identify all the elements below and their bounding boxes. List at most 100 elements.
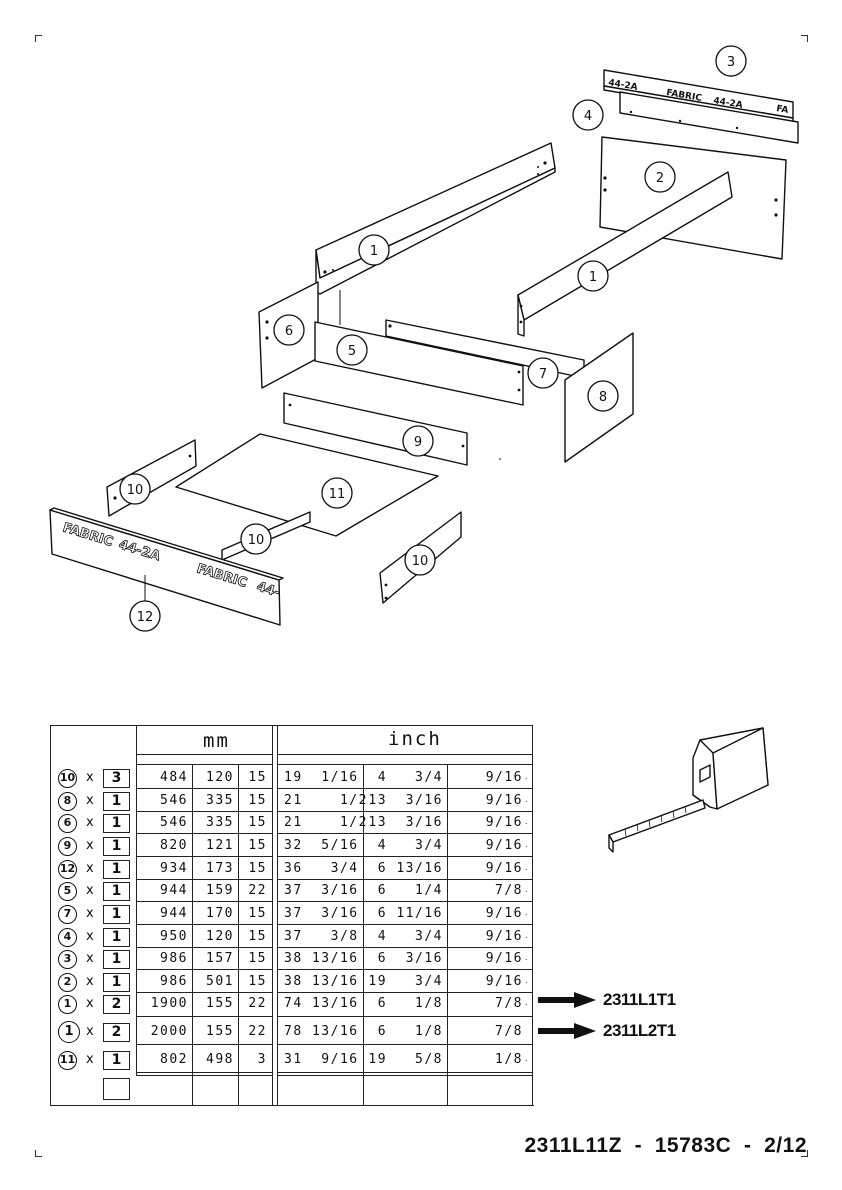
part-number-circle: 12: [58, 860, 77, 879]
part-number-circle: 1: [58, 995, 77, 1014]
callout-4: 4: [584, 109, 592, 124]
callout-8: 8: [599, 390, 607, 405]
table-grid-line: [192, 764, 193, 1105]
row-tail-mark: .: [525, 931, 528, 940]
dimension-mm3: 15: [248, 838, 267, 853]
dimension-mm2: 501: [206, 974, 234, 989]
dimension-mm3: 15: [248, 929, 267, 944]
row-tail-mark: .: [525, 998, 528, 1007]
times-sign: x: [86, 861, 94, 876]
dimension-in3: 9/16: [485, 770, 523, 785]
crop-mark-top-left: [35, 35, 42, 42]
dimension-in3: 9/16: [485, 951, 523, 966]
quantity-box: 2: [103, 1023, 130, 1042]
callout-2: 2: [656, 171, 664, 186]
callout-9: 9: [414, 435, 422, 450]
times-sign: x: [86, 883, 94, 898]
part-number-circle: 3: [58, 950, 77, 969]
part-5-panel: [314, 321, 524, 406]
dimension-in1: 36 3/4: [284, 861, 359, 876]
callout-1b: 1: [589, 270, 597, 285]
times-sign: x: [86, 929, 94, 944]
document-footer-code: 2311L11Z - 15783C - 2/12: [524, 1134, 807, 1157]
part-1-rail-left: [315, 142, 556, 279]
dimension-mm2: 173: [206, 861, 234, 876]
table-grid-line: [277, 924, 533, 925]
reference-code-1: 2311L1T1: [603, 990, 676, 1009]
table-grid-line: [136, 1075, 272, 1076]
quantity-box: 1: [103, 837, 130, 856]
table-grid-line: [136, 1016, 272, 1017]
table-grid-line: [136, 811, 272, 812]
dimension-mm3: 15: [248, 770, 267, 785]
dimension-in2: 4 3/4: [377, 770, 443, 785]
inch-header: inch: [388, 728, 442, 750]
row-tail-mark: .: [525, 976, 528, 985]
dimension-mm2: 120: [206, 929, 234, 944]
dimension-mm3: 15: [248, 861, 267, 876]
table-grid-line: [136, 754, 272, 755]
dimension-mm3: 15: [248, 906, 267, 921]
table-grid-line: [238, 764, 239, 1105]
dimension-mm3: 15: [248, 951, 267, 966]
dimension-in1: 37 3/8: [284, 929, 359, 944]
callout-11: 11: [329, 487, 346, 502]
dimension-in2: 6 1/8: [377, 1024, 443, 1039]
dimension-in1: 38 13/16: [284, 951, 359, 966]
table-grid-line: [277, 879, 533, 880]
table-grid-line: [272, 726, 273, 1105]
dimension-in3: 1/8: [495, 1052, 523, 1067]
table-grid-line: [277, 726, 278, 1105]
dimension-in2: 6 13/16: [377, 861, 443, 876]
table-grid-line: [277, 811, 533, 812]
table-grid-line: [136, 992, 272, 993]
dimension-in2: 13 3/16: [368, 793, 443, 808]
table-grid-line: [277, 1044, 533, 1045]
row-tail-mark: .: [525, 795, 528, 804]
part-number-circle: 9: [58, 837, 77, 856]
times-sign: x: [86, 906, 94, 921]
dimension-mm2: 335: [206, 793, 234, 808]
panel-label-top-left: 44-2A: [608, 78, 639, 93]
dimension-in3: 9/16: [485, 974, 523, 989]
times-sign: x: [86, 770, 94, 785]
table-grid-line: [277, 901, 533, 902]
times-sign: x: [86, 996, 94, 1011]
reference-code-2: 2311L2T1: [603, 1021, 676, 1040]
quantity-box: 1: [103, 792, 130, 811]
part-number-circle: 7: [58, 905, 77, 924]
callout-1a: 1: [370, 244, 378, 259]
dimension-in3: 9/16: [485, 838, 523, 853]
dimension-mm1: 944: [160, 883, 188, 898]
dimension-in3: 9/16: [485, 793, 523, 808]
times-sign: x: [86, 951, 94, 966]
table-grid-line: [277, 1072, 533, 1073]
quantity-box: 1: [103, 928, 130, 947]
quantity-box: 1: [103, 950, 130, 969]
dimension-in1: 21 1/2: [284, 793, 368, 808]
dimension-in3: 9/16: [485, 929, 523, 944]
dimension-mm2: 498: [206, 1052, 234, 1067]
dimension-in1: 31 9/16: [284, 1052, 359, 1067]
callout-5: 5: [348, 344, 356, 359]
callout-3: 3: [727, 55, 735, 70]
dimension-in2: 6 1/4: [377, 883, 443, 898]
part-number-circle: 2: [58, 973, 77, 992]
callout-7: 7: [539, 367, 547, 382]
crop-mark-top-right: [801, 35, 808, 42]
dimension-in3: 7/8: [495, 996, 523, 1011]
dimension-in2: 19 3/4: [368, 974, 443, 989]
part-number-circle: 11: [58, 1051, 77, 1070]
part-number-circle: 8: [58, 792, 77, 811]
quantity-box: 3: [103, 769, 130, 788]
part-number-circle: 4: [58, 928, 77, 947]
dimension-in1: 37 3/16: [284, 883, 359, 898]
part-10-left: [106, 439, 197, 517]
callout-10c: 10: [412, 554, 429, 569]
dimension-in2: 4 3/4: [377, 929, 443, 944]
times-sign: x: [86, 1052, 94, 1067]
dimension-mm3: 22: [248, 996, 267, 1011]
table-grid-line: [136, 833, 272, 834]
table-grid-line: [277, 969, 533, 970]
quantity-box: 1: [103, 1051, 130, 1070]
